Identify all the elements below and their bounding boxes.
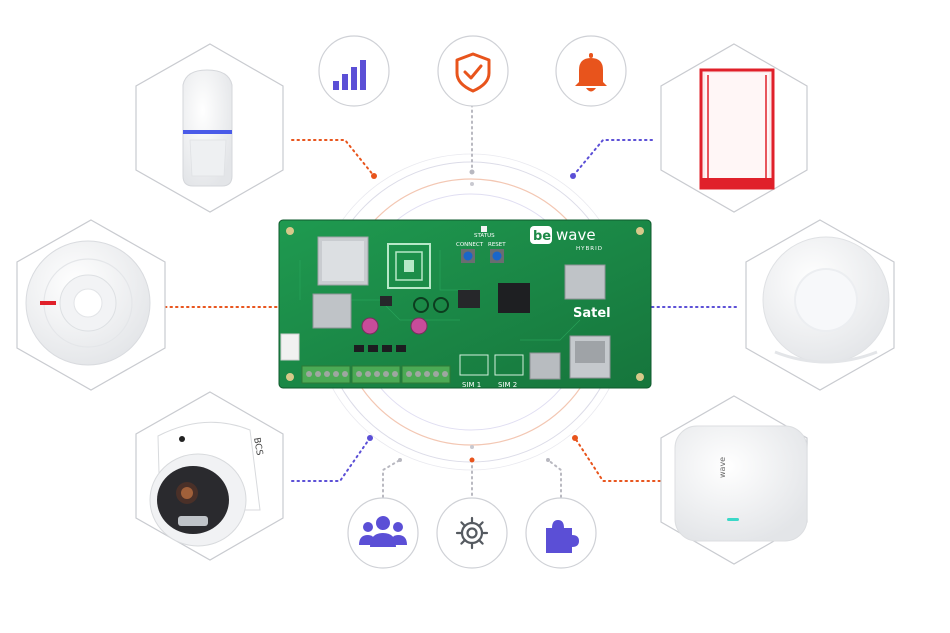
- status-label: STATUS: [474, 233, 495, 239]
- motion-detector-device: [182, 69, 233, 187]
- repeater-brand-label: wave: [718, 457, 727, 478]
- round-sensor-device: [762, 236, 890, 364]
- gear-icon: [436, 497, 508, 569]
- connect-label: CONNECT: [456, 242, 484, 248]
- connector-lines: [164, 104, 741, 498]
- shield-check-icon: [437, 35, 509, 107]
- signal-bars-icon: [318, 35, 390, 107]
- board-brand-badge: be: [533, 229, 551, 244]
- board-brand-subtitle: HYBRID: [576, 246, 603, 252]
- users-icon: [347, 497, 419, 569]
- camera-brand-label: BCS: [251, 437, 264, 457]
- sim1-label: SIM 1: [462, 381, 481, 389]
- sim2-label: SIM 2: [498, 381, 517, 389]
- bewave-hybrid-board: be wave HYBRID Satel CONNECT RESET STATU…: [278, 219, 652, 389]
- smoke-detector-device: [25, 240, 151, 366]
- board-maker-logo: Satel: [573, 306, 611, 321]
- board-brand-word: wave: [556, 226, 596, 244]
- dome-camera-device: BCS: [149, 421, 264, 547]
- puzzle-icon: [525, 497, 597, 569]
- reset-label: RESET: [488, 242, 506, 248]
- wave-repeater-device: wave: [674, 425, 808, 542]
- bell-icon: [555, 35, 627, 107]
- outdoor-siren-device: [699, 68, 775, 190]
